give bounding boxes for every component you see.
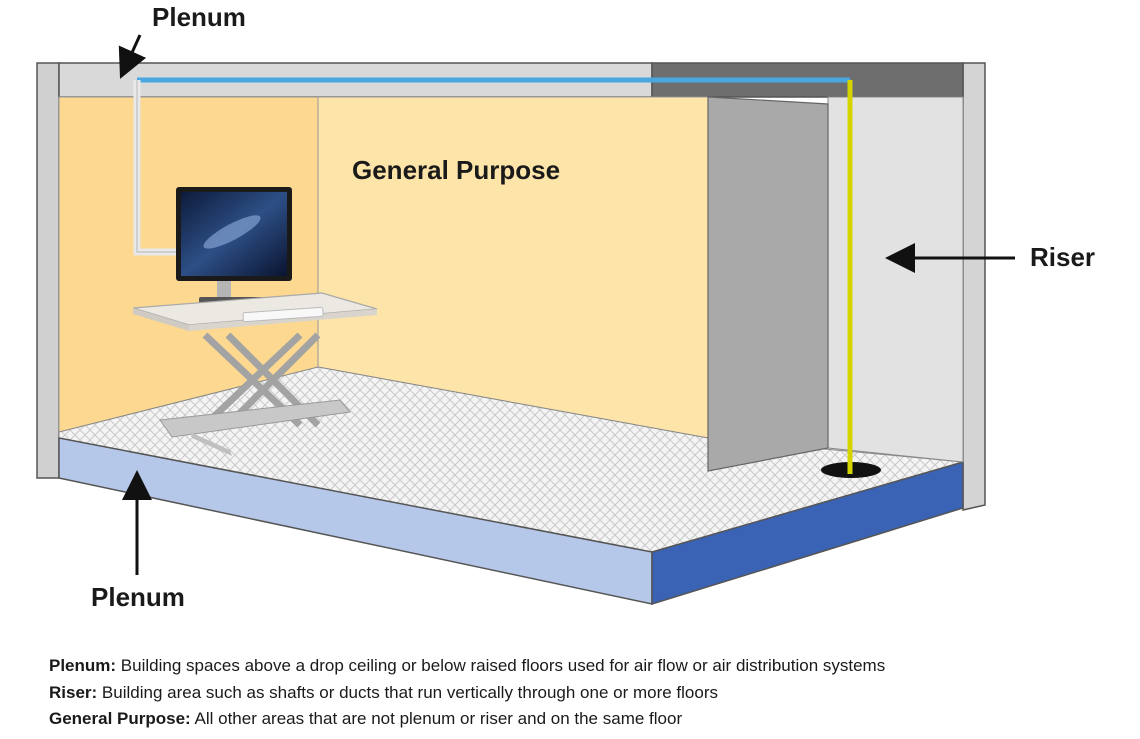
legend-row-plenum: Plenum: Building spaces above a drop cei… (49, 653, 1109, 680)
standing-desk-icon (132, 292, 378, 456)
monitor-icon (176, 187, 292, 305)
riser-shaft (707, 96, 964, 478)
floor-plenum (58, 437, 964, 606)
legend-row-riser: Riser: Building area such as shafts or d… (49, 680, 1109, 707)
legend-definition: All other areas that are not plenum or r… (190, 709, 683, 728)
legend-row-general-purpose: General Purpose: All other areas that ar… (49, 706, 1109, 733)
cabling (133, 77, 853, 474)
legend-term: Plenum: (49, 656, 117, 675)
legend-term: Riser: (49, 682, 98, 702)
right-wall (962, 62, 986, 511)
legend-definition: Building spaces above a drop ceiling or … (116, 656, 886, 675)
left-wall (36, 62, 60, 479)
plenum-bottom-label: Plenum (91, 582, 185, 612)
riser-label: Riser (1030, 242, 1096, 272)
general-purpose-label: General Purpose (352, 155, 561, 185)
legend-definition: Building area such as shafts or ducts th… (97, 682, 719, 702)
building-diagram (36, 34, 1015, 606)
definitions-legend: Plenum: Building spaces above a drop cei… (49, 653, 1109, 733)
legend-term: General Purpose: (49, 709, 191, 728)
arrow-icon (118, 34, 1015, 575)
plenum-top-label: Plenum (152, 2, 246, 32)
